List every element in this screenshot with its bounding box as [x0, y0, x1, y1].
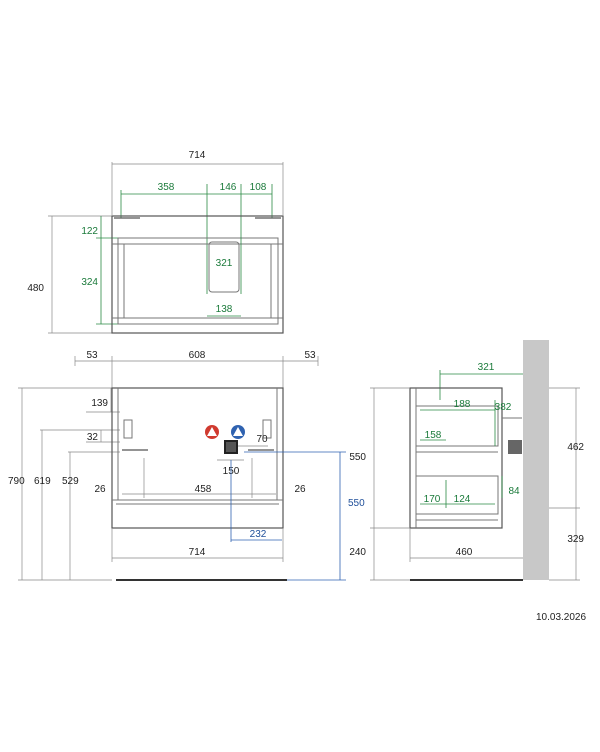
side-d158-label: 158: [425, 430, 442, 441]
side-d124-label: 124: [454, 494, 471, 505]
front-d608-label: 608: [189, 350, 206, 361]
front-d619-label: 619: [34, 476, 51, 487]
front-d529-label: 529: [62, 476, 79, 487]
cold-water-icon: [231, 425, 245, 439]
front-d70-label: 70: [256, 434, 268, 445]
front-d53-left-label: 53: [86, 350, 98, 361]
side-view: 321 188 382 158 170 124 84 550 240: [349, 340, 584, 581]
wall-fitting: [508, 440, 522, 454]
top-d146-label: 146: [220, 182, 237, 193]
top-d321-label: 321: [216, 258, 233, 269]
front-d26-left-label: 26: [94, 484, 106, 495]
top-d108-label: 108: [250, 182, 267, 193]
top-height-label: 480: [27, 283, 44, 294]
front-d790-label: 790: [8, 476, 25, 487]
front-d550-label: 550: [348, 498, 365, 509]
front-width-label: 714: [189, 547, 206, 558]
side-d382-label: 382: [495, 402, 512, 413]
front-d232-label: 232: [250, 529, 267, 540]
hot-water-icon: [205, 425, 219, 439]
side-d84-label: 84: [508, 486, 520, 497]
drawing-date: 10.03.2026: [536, 612, 587, 623]
top-d324-label: 324: [81, 277, 98, 288]
side-d329-label: 329: [567, 534, 584, 545]
top-d138-label: 138: [216, 304, 233, 315]
front-d26-right-label: 26: [294, 484, 306, 495]
side-d550-label: 550: [349, 452, 366, 463]
side-d462-label: 462: [567, 442, 584, 453]
side-d321-label: 321: [478, 362, 495, 373]
wall: [523, 340, 549, 580]
top-d358-label: 358: [158, 182, 175, 193]
side-d170-label: 170: [424, 494, 441, 505]
top-d122-label: 122: [81, 226, 98, 237]
side-d188-label: 188: [454, 399, 471, 410]
side-d240-label: 240: [349, 547, 366, 558]
front-view: 53 608 53 790 619 529 139 32: [8, 350, 365, 581]
front-d32-label: 32: [87, 432, 99, 443]
front-d53-right-label: 53: [304, 350, 316, 361]
front-d139-label: 139: [91, 398, 108, 409]
top-width-label: 714: [189, 150, 206, 161]
side-d460-label: 460: [456, 547, 473, 558]
top-view: 714 358 146 108 480 122 324 321 138: [27, 150, 284, 334]
front-d458-label: 458: [195, 484, 212, 495]
